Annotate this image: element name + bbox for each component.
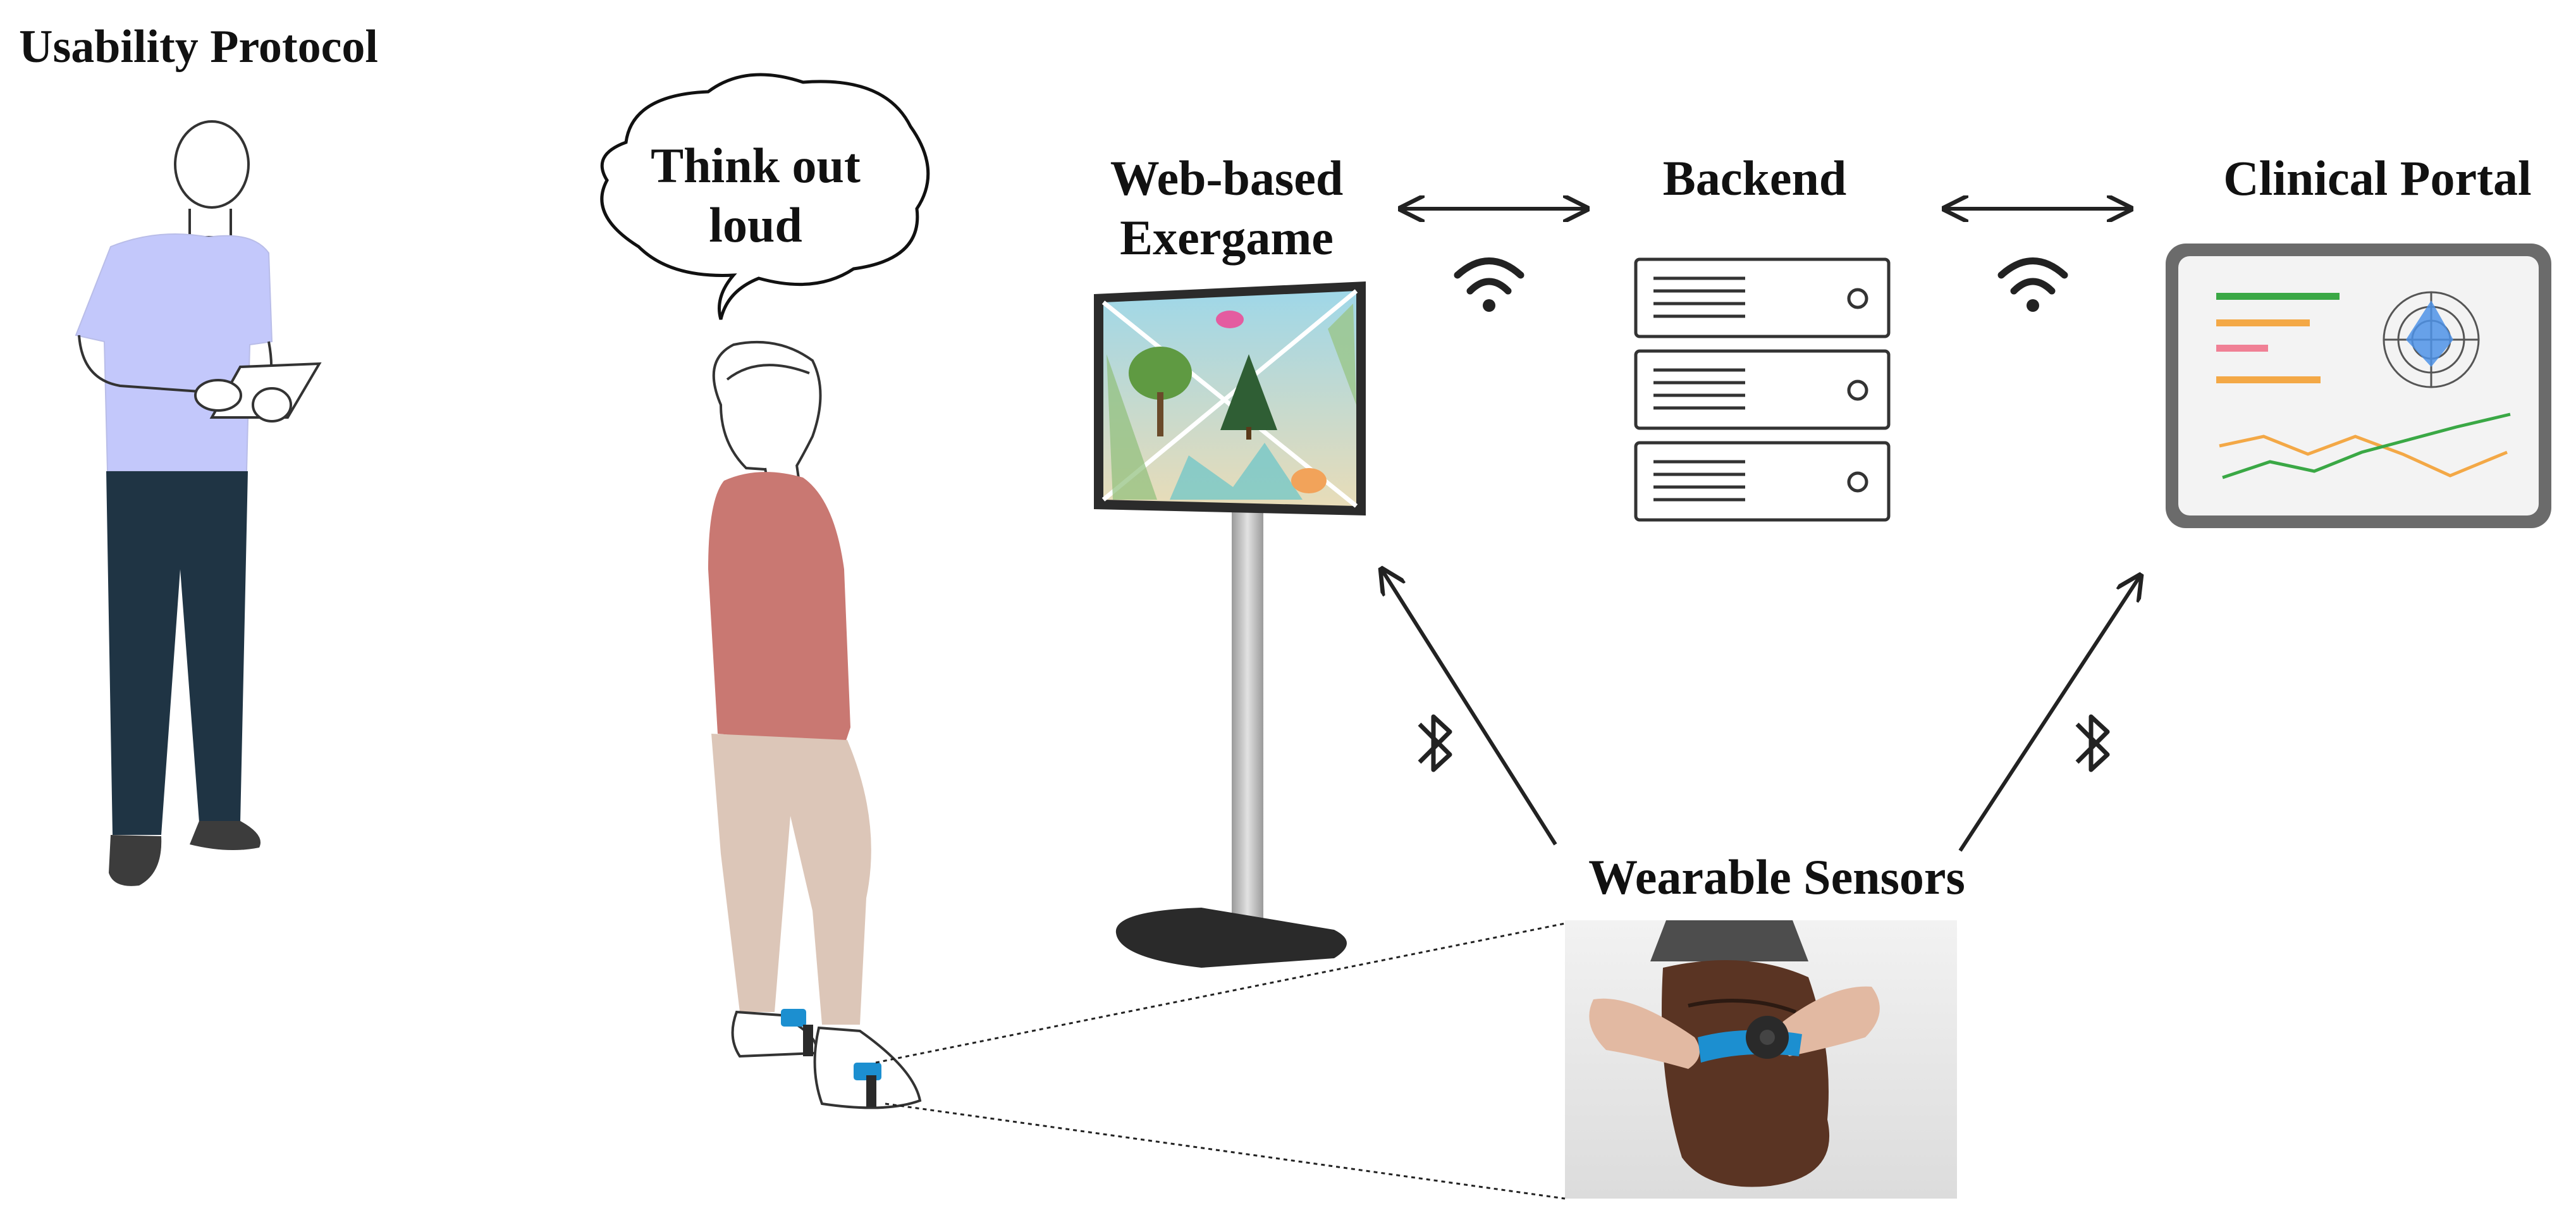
- wifi-icon: [1454, 257, 1524, 312]
- portal-line-green: [2222, 412, 2511, 479]
- callout-line-bottom: [885, 1102, 1566, 1200]
- participant-figure: [708, 340, 922, 1109]
- clinical-portal-screen: [2166, 244, 2551, 528]
- arrow-sensors-exergame: [1382, 569, 1557, 846]
- callout-line-top: [875, 922, 1566, 1064]
- observer-figure: [75, 120, 322, 886]
- diagram-title: Usability Protocol: [19, 21, 378, 73]
- wearable-sensor-photo: [1565, 920, 1957, 1199]
- speech-line-1: Think out: [651, 138, 861, 193]
- ankle-sensor: [781, 1009, 806, 1027]
- speech-bubble-text: Think out loud: [607, 136, 904, 254]
- wearable-sensors-label: Wearable Sensors: [1588, 849, 1965, 904]
- speech-line-2: loud: [709, 197, 802, 252]
- arrow-sensors-portal: [1958, 576, 2140, 852]
- exergame-label-line-2: Exergame: [1120, 209, 1334, 265]
- radar-chart-icon: [2383, 291, 2480, 388]
- exergame-label: Web-based Exergame: [1075, 149, 1378, 267]
- exergame-display: [1094, 281, 1366, 968]
- bluetooth-icon: [2075, 714, 2110, 772]
- backend-server-icon: [1634, 257, 1891, 522]
- backend-label: Backend: [1662, 151, 1847, 206]
- clinical-portal-label: Clinical Portal: [2223, 151, 2532, 206]
- speech-bubble: [600, 73, 930, 320]
- portal-line-orange: [2219, 435, 2508, 478]
- exergame-label-line-1: Web-based: [1110, 151, 1344, 206]
- wifi-icon: [1997, 257, 2068, 312]
- bluetooth-icon: [1418, 714, 1452, 772]
